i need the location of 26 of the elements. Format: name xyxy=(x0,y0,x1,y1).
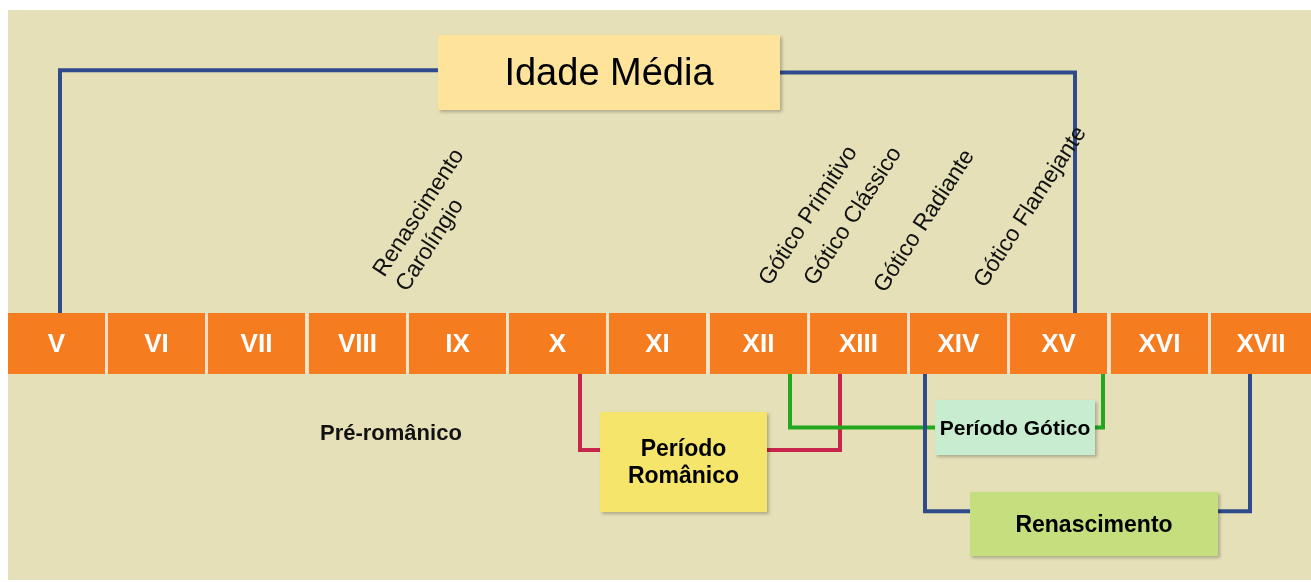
title-box: Idade Média xyxy=(438,35,780,110)
century-cell: XVII xyxy=(1211,313,1311,374)
century-cell: XV xyxy=(1010,313,1110,374)
century-cell: VII xyxy=(208,313,308,374)
period-box: Período Gótico xyxy=(935,400,1095,455)
connector-line xyxy=(58,68,438,313)
period-label: Pré-românico xyxy=(320,420,462,446)
century-cell: XI xyxy=(609,313,709,374)
connector-line xyxy=(923,374,970,514)
century-cell: V xyxy=(8,313,108,374)
period-box: Renascimento xyxy=(970,492,1218,556)
century-cell: X xyxy=(509,313,609,374)
century-cell: XIII xyxy=(810,313,910,374)
century-cell: XIV xyxy=(910,313,1010,374)
connector-line xyxy=(578,374,600,452)
period-box: Período Românico xyxy=(600,412,767,512)
connector-line xyxy=(767,374,842,452)
connector-line xyxy=(1095,374,1105,430)
century-cell: XVI xyxy=(1111,313,1211,374)
century-cell: XII xyxy=(710,313,810,374)
century-cell: IX xyxy=(409,313,509,374)
century-cell: VI xyxy=(108,313,208,374)
century-cell: VIII xyxy=(309,313,409,374)
connector-line xyxy=(1218,374,1252,514)
connector-line xyxy=(788,374,935,430)
connector-line xyxy=(780,70,1077,313)
